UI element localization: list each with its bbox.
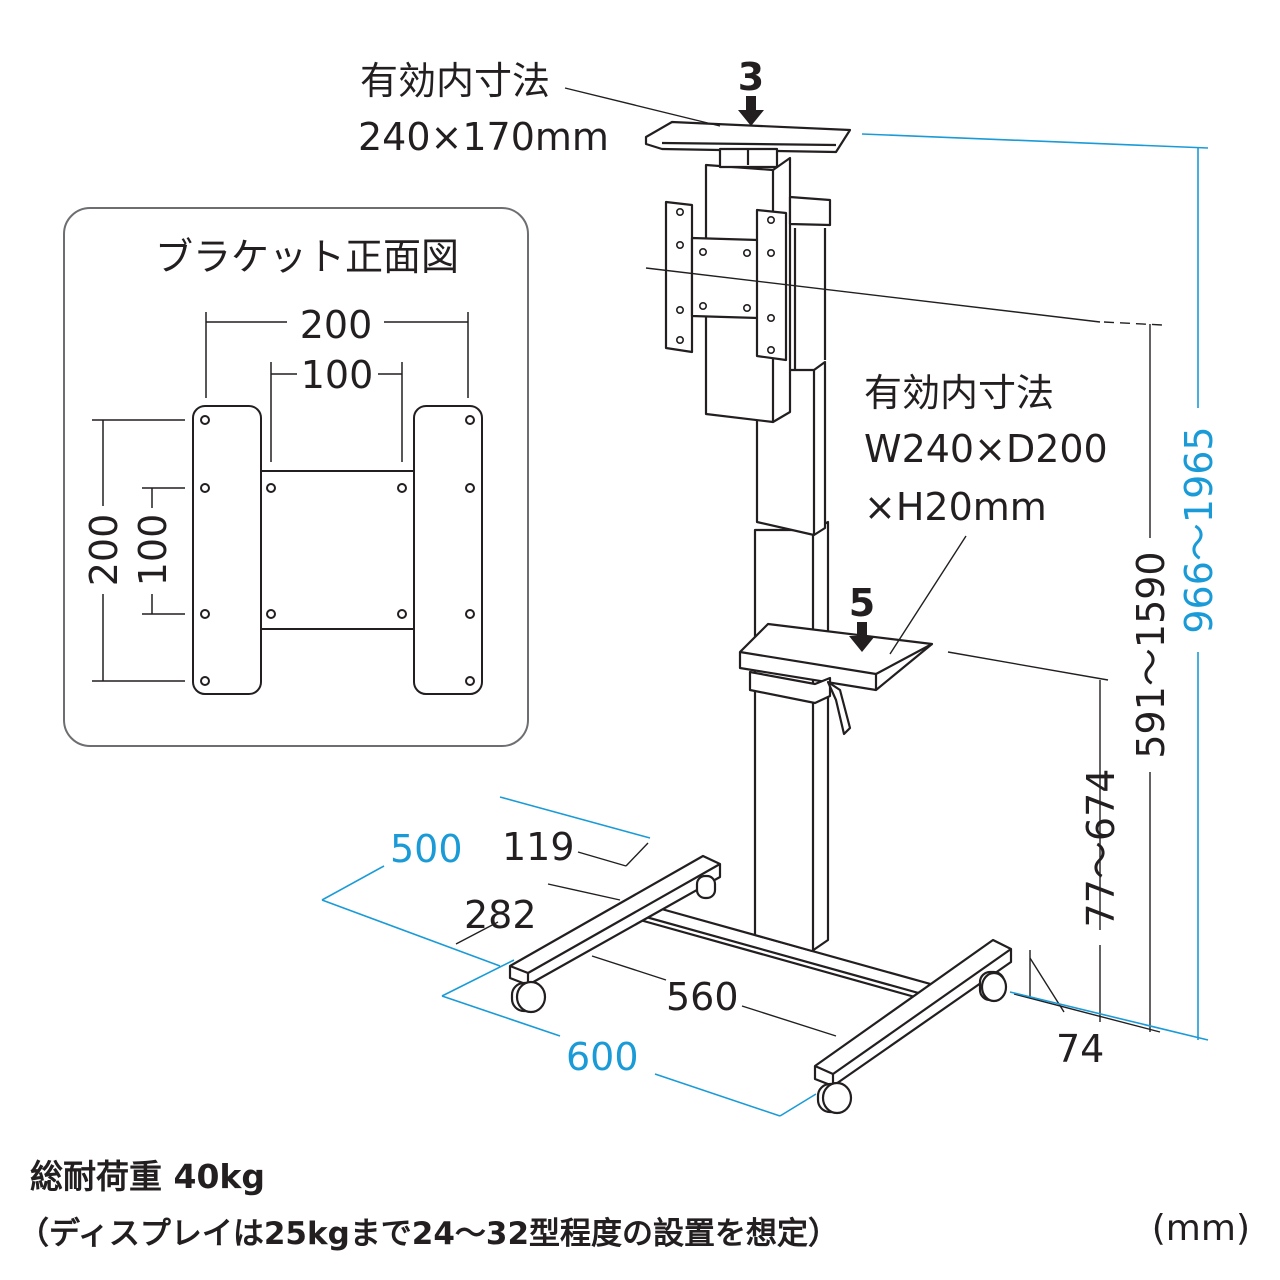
bracket-width-inner: 100: [301, 353, 374, 397]
shelf-clamp: [748, 670, 832, 705]
arrow-5: [849, 622, 875, 652]
top-tray-number: 3: [738, 55, 764, 99]
dim-560: 560: [666, 975, 739, 1019]
shelf-size-1: W240×D200: [864, 427, 1108, 471]
arrow-3: [738, 96, 764, 126]
base-front-rail: [813, 938, 1013, 1088]
shelf-knob: [826, 680, 852, 736]
bracket-height-outer: 200: [82, 514, 126, 587]
top-tray-title: 有効内寸法: [360, 59, 550, 103]
shelf-title: 有効内寸法: [864, 371, 1054, 415]
bracket-width-outer: 200: [300, 303, 373, 347]
top-tray-size: 240×170mm: [358, 115, 609, 159]
blue-dimension-lines: [321, 133, 1209, 1117]
mount-arm: [788, 195, 832, 227]
pole-lower: [753, 520, 830, 953]
dim-bracket-height: 591～1590: [1129, 551, 1173, 758]
bracket-center-plate: [260, 470, 415, 630]
unit-label: (mm): [1151, 1208, 1250, 1249]
shelf-size-2: ×H20mm: [864, 485, 1047, 529]
dim-shelf-height: 77～674: [1079, 769, 1123, 928]
load-capacity: 総耐荷重 40kg: [30, 1157, 265, 1196]
bracket-height-inner: 100: [131, 514, 175, 587]
bracket-left-plate: [192, 405, 262, 695]
top-tray: [644, 120, 852, 154]
dim-total-height: 966～1965: [1177, 426, 1221, 633]
bracket-inset: [63, 207, 529, 747]
dim-caster: 74: [1056, 1027, 1104, 1071]
shelf-number: 5: [849, 581, 875, 625]
vesa-plate-left: [664, 200, 694, 354]
dim-width: 600: [566, 1035, 639, 1079]
casters: [510, 874, 1008, 1115]
dim-119: 119: [502, 825, 575, 869]
bracket-right-plate: [413, 405, 483, 695]
vesa-holes: [675, 208, 775, 354]
dim-282: 282: [464, 893, 537, 937]
dim-depth: 500: [390, 827, 463, 871]
bracket-title: ブラケット正面図: [155, 235, 459, 279]
vesa-plate-right: [755, 208, 788, 362]
dimension-lines: [455, 87, 1163, 1037]
bracket-holes: [200, 415, 475, 686]
shelf: [738, 622, 934, 692]
display-note: （ディスプレイは25kgまで24～32型程度の設置を想定）: [18, 1216, 840, 1252]
stand-drawing: [508, 120, 1013, 1115]
